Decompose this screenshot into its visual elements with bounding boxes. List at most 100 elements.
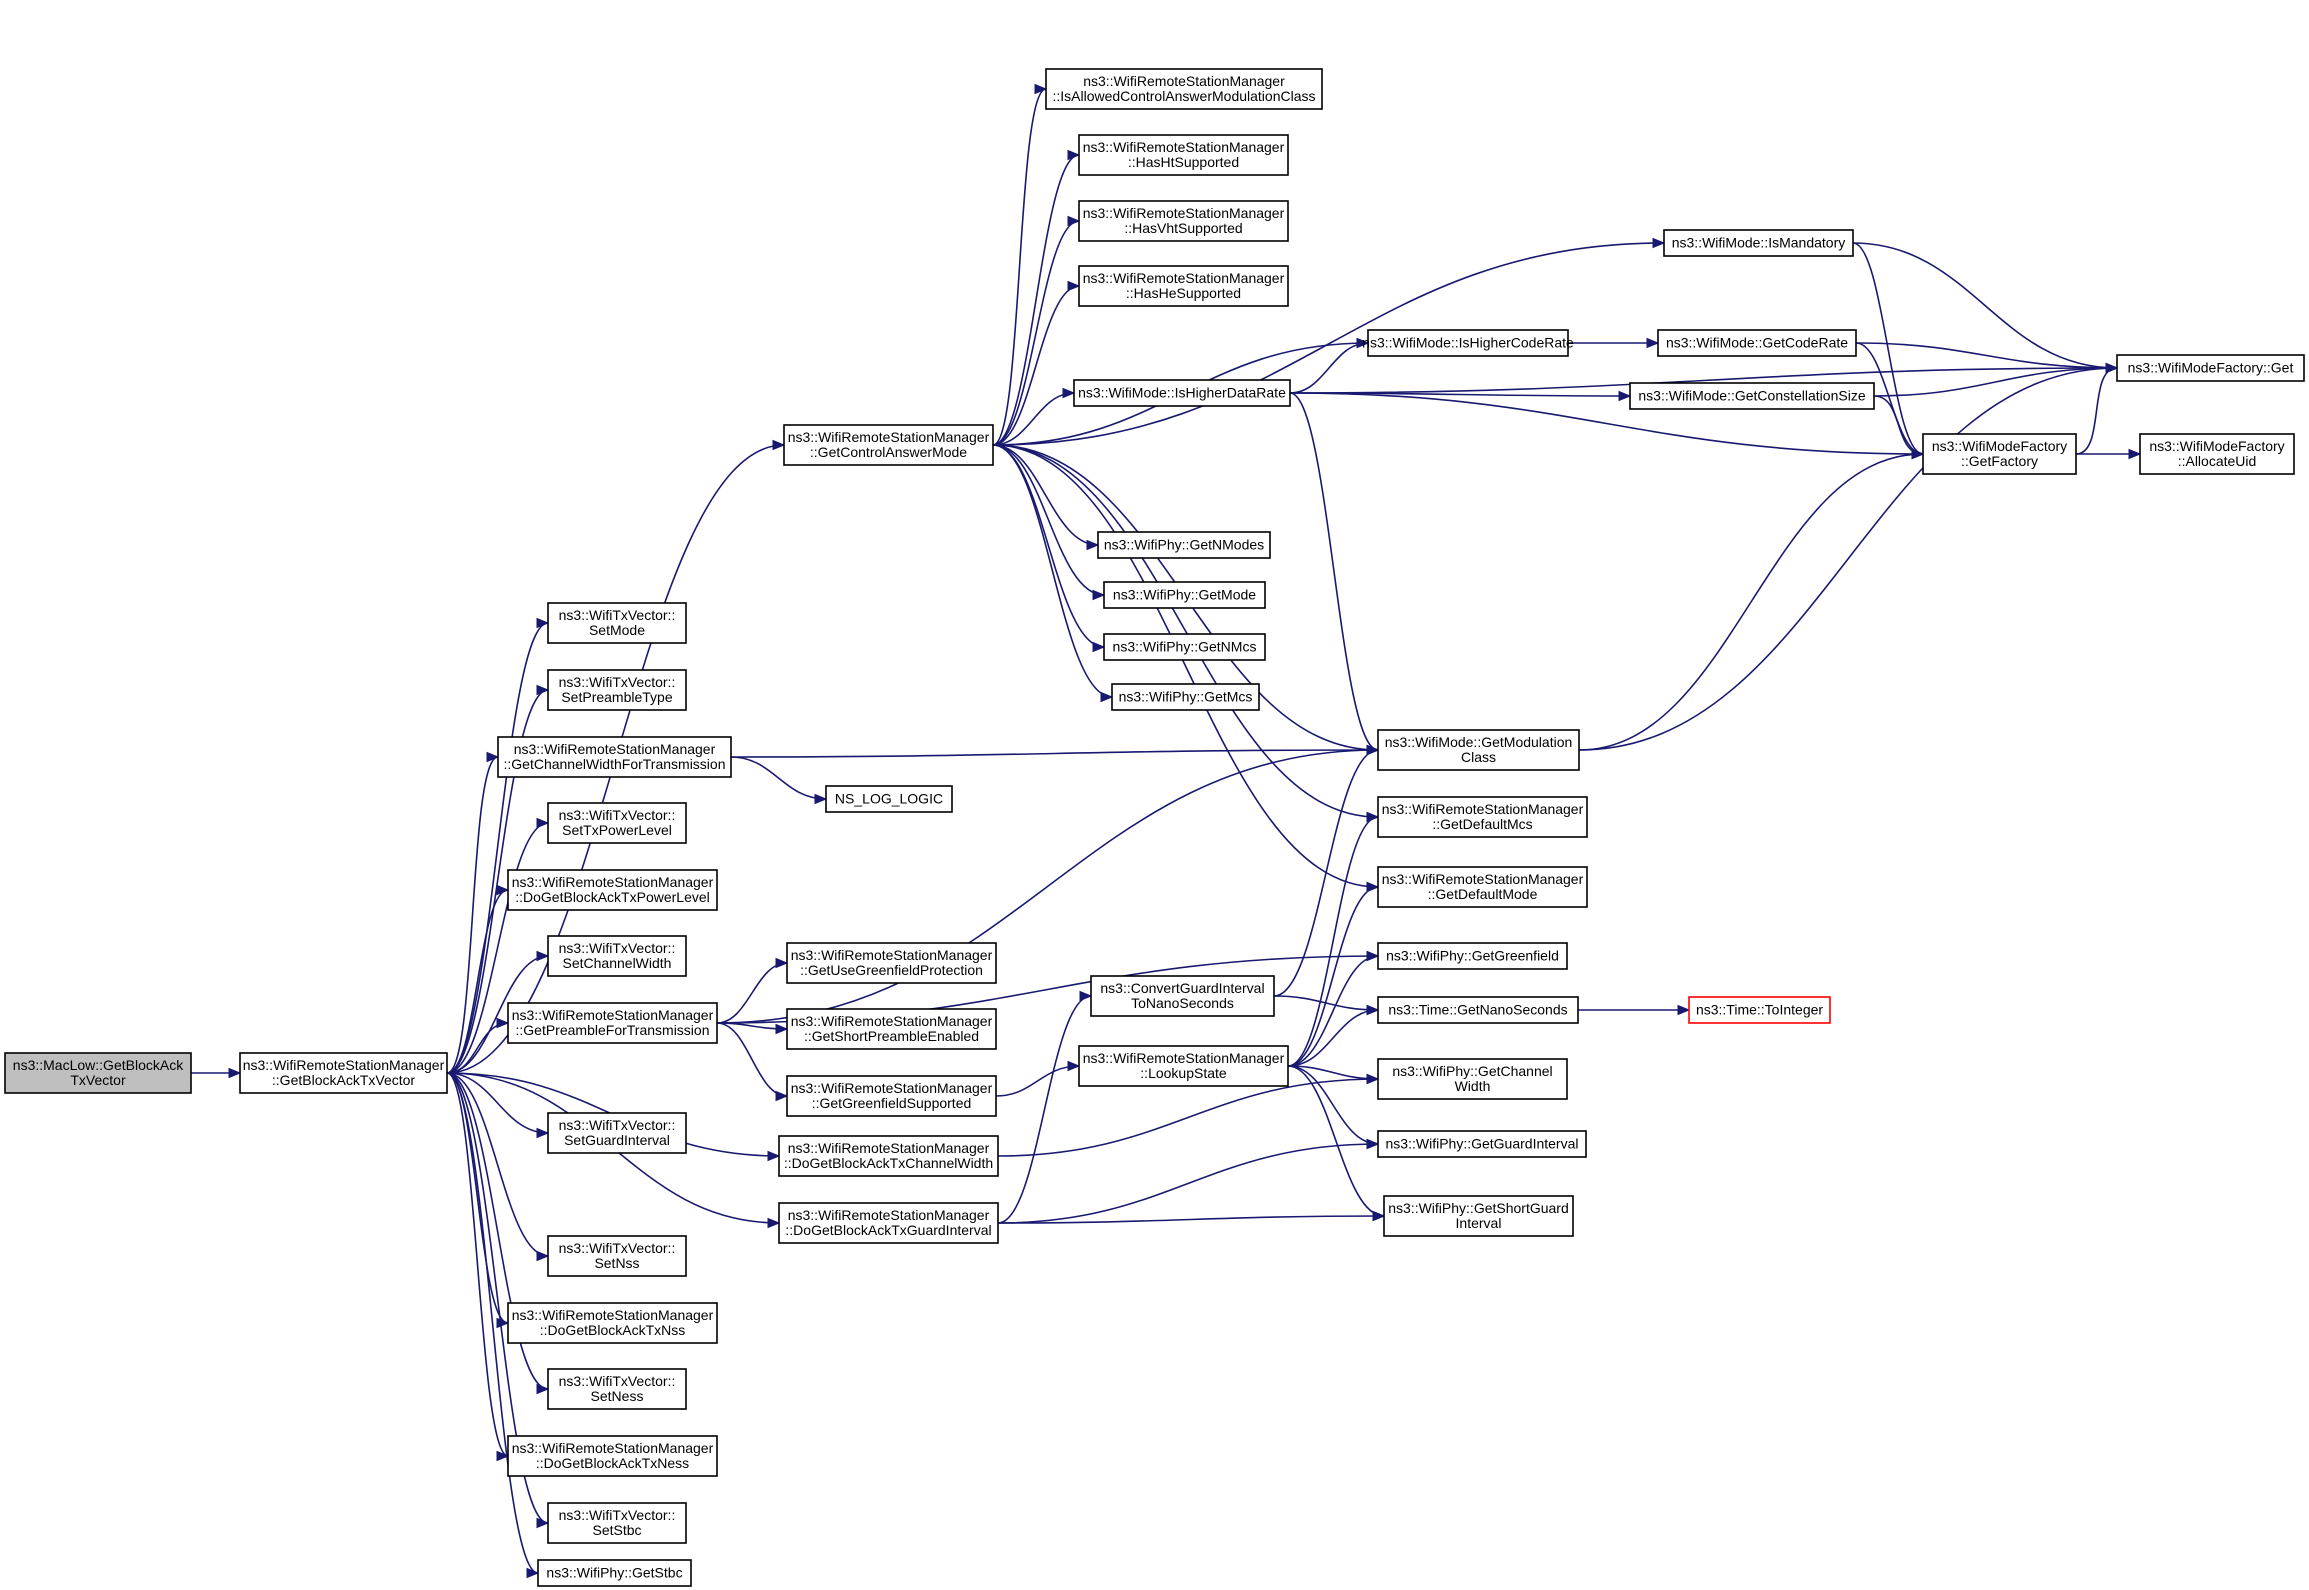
node-box[interactable] xyxy=(2116,354,2305,382)
function-node[interactable]: ns3::WifiRemoteStationManager::LookupSta… xyxy=(1078,1045,1289,1087)
function-node[interactable]: ns3::WifiRemoteStationManager::DoGetBloc… xyxy=(507,1435,718,1477)
node-box[interactable] xyxy=(1377,866,1588,908)
node-box[interactable] xyxy=(547,669,687,711)
function-node[interactable]: ns3::WifiTxVector::SetPreambleType xyxy=(547,669,687,711)
function-node[interactable]: ns3::WifiPhy::GetGuardInterval xyxy=(1377,1130,1587,1158)
function-node[interactable]: ns3::WifiRemoteStationManager::DoGetBloc… xyxy=(778,1202,999,1244)
node-box[interactable] xyxy=(1078,134,1289,176)
function-node[interactable]: ns3::WifiModeFactory::GetFactory xyxy=(1922,433,2077,475)
node-box[interactable] xyxy=(825,785,953,813)
node-box[interactable] xyxy=(537,1559,692,1587)
function-node[interactable]: ns3::WifiTxVector::SetGuardInterval xyxy=(547,1112,687,1154)
function-node[interactable]: ns3::MacLow::GetBlockAckTxVector xyxy=(4,1052,192,1094)
node-box[interactable] xyxy=(1377,1130,1587,1158)
node-box[interactable] xyxy=(1078,265,1289,307)
node-box[interactable] xyxy=(507,869,718,911)
node-box[interactable] xyxy=(547,602,687,644)
node-box[interactable] xyxy=(1377,942,1568,970)
node-box[interactable] xyxy=(1383,1195,1574,1237)
node-box[interactable] xyxy=(1045,68,1323,110)
node-box[interactable] xyxy=(1073,379,1291,407)
function-node[interactable]: ns3::WifiRemoteStationManager::GetPreamb… xyxy=(507,1002,718,1044)
node-box[interactable] xyxy=(1078,200,1289,242)
node-box[interactable] xyxy=(547,1235,687,1277)
node-box[interactable] xyxy=(547,1112,687,1154)
node-box[interactable] xyxy=(547,935,687,977)
function-node[interactable]: ns3::WifiPhy::GetNMcs xyxy=(1103,633,1266,661)
node-box[interactable] xyxy=(507,1302,718,1344)
function-node[interactable]: ns3::Time::ToInteger xyxy=(1688,996,1831,1024)
node-box[interactable] xyxy=(786,942,997,984)
node-box[interactable] xyxy=(2139,433,2295,475)
function-node[interactable]: ns3::WifiRemoteStationManager::GetChanne… xyxy=(497,736,732,778)
node-box[interactable] xyxy=(1629,382,1875,410)
node-box[interactable] xyxy=(1377,729,1580,771)
node-box[interactable] xyxy=(497,736,732,778)
node-box[interactable] xyxy=(1367,329,1569,357)
node-box[interactable] xyxy=(1078,1045,1289,1087)
function-node[interactable]: ns3::WifiRemoteStationManager::DoGetBloc… xyxy=(507,1302,718,1344)
node-box[interactable] xyxy=(1377,796,1588,838)
node-box[interactable] xyxy=(1657,329,1857,357)
function-node[interactable]: ns3::WifiModeFactory::AllocateUid xyxy=(2139,433,2295,475)
function-node[interactable]: ns3::WifiRemoteStationManager::GetContro… xyxy=(783,424,994,466)
node-box[interactable] xyxy=(4,1052,192,1094)
function-node[interactable]: ns3::WifiRemoteStationManager::DoGetBloc… xyxy=(778,1135,999,1177)
node-box[interactable] xyxy=(1688,996,1831,1024)
function-node[interactable]: ns3::WifiRemoteStationManager::HasHeSupp… xyxy=(1078,265,1289,307)
function-node[interactable]: ns3::WifiPhy::GetStbc xyxy=(537,1559,692,1587)
function-node[interactable]: ns3::Time::GetNanoSeconds xyxy=(1377,996,1579,1024)
function-node[interactable]: ns3::WifiRemoteStationManager::GetGreenf… xyxy=(786,1075,997,1117)
function-node[interactable]: ns3::WifiRemoteStationManager::HasVhtSup… xyxy=(1078,200,1289,242)
node-box[interactable] xyxy=(239,1052,448,1094)
function-node[interactable]: ns3::WifiTxVector::SetChannelWidth xyxy=(547,935,687,977)
node-box[interactable] xyxy=(1663,229,1854,257)
node-box[interactable] xyxy=(786,1008,997,1050)
function-node[interactable]: ns3::WifiRemoteStationManager::GetDefaul… xyxy=(1377,866,1588,908)
node-box[interactable] xyxy=(547,1502,687,1544)
node-box[interactable] xyxy=(1111,683,1260,711)
function-node[interactable]: ns3::WifiPhy::GetMode xyxy=(1103,581,1266,609)
function-node[interactable]: ns3::WifiTxVector::SetNess xyxy=(547,1368,687,1410)
node-box[interactable] xyxy=(1103,581,1266,609)
function-node[interactable]: ns3::WifiTxVector::SetTxPowerLevel xyxy=(547,802,687,844)
node-box[interactable] xyxy=(778,1202,999,1244)
function-node[interactable]: ns3::WifiRemoteStationManager::DoGetBloc… xyxy=(507,869,718,911)
node-box[interactable] xyxy=(507,1435,718,1477)
node-box[interactable] xyxy=(1103,633,1266,661)
function-node[interactable]: ns3::WifiPhy::GetGreenfield xyxy=(1377,942,1568,970)
function-node[interactable]: ns3::WifiMode::IsMandatory xyxy=(1663,229,1854,257)
function-node[interactable]: ns3::WifiMode::GetCodeRate xyxy=(1657,329,1857,357)
function-node[interactable]: ns3::WifiPhy::GetNModes xyxy=(1097,531,1271,559)
node-box[interactable] xyxy=(786,1075,997,1117)
function-node[interactable]: ns3::WifiRemoteStationManager::GetUseGre… xyxy=(786,942,997,984)
node-box[interactable] xyxy=(1922,433,2077,475)
function-node[interactable]: ns3::WifiTxVector::SetMode xyxy=(547,602,687,644)
function-node[interactable]: NS_LOG_LOGIC xyxy=(825,785,953,813)
node-box[interactable] xyxy=(1377,996,1579,1024)
function-node[interactable]: ns3::WifiMode::IsHigherDataRate xyxy=(1073,379,1291,407)
function-node[interactable]: ns3::WifiRemoteStationManager::GetShortP… xyxy=(786,1008,997,1050)
function-node[interactable]: ns3::WifiRemoteStationManager::GetDefaul… xyxy=(1377,796,1588,838)
function-node[interactable]: ns3::WifiTxVector::SetNss xyxy=(547,1235,687,1277)
function-node[interactable]: ns3::WifiMode::GetConstellationSize xyxy=(1629,382,1875,410)
function-node[interactable]: ns3::WifiPhy::GetChannelWidth xyxy=(1377,1058,1568,1100)
function-node[interactable]: ns3::WifiRemoteStationManager::GetBlockA… xyxy=(239,1052,448,1094)
function-node[interactable]: ns3::WifiModeFactory::Get xyxy=(2116,354,2305,382)
node-box[interactable] xyxy=(547,1368,687,1410)
node-box[interactable] xyxy=(783,424,994,466)
node-box[interactable] xyxy=(507,1002,718,1044)
function-node[interactable]: ns3::WifiPhy::GetMcs xyxy=(1111,683,1260,711)
node-box[interactable] xyxy=(1097,531,1271,559)
node-box[interactable] xyxy=(1090,975,1275,1017)
node-box[interactable] xyxy=(1377,1058,1568,1100)
function-node[interactable]: ns3::WifiRemoteStationManager::IsAllowed… xyxy=(1045,68,1323,110)
function-node[interactable]: ns3::WifiTxVector::SetStbc xyxy=(547,1502,687,1544)
function-node[interactable]: ns3::WifiRemoteStationManager::HasHtSupp… xyxy=(1078,134,1289,176)
node-box[interactable] xyxy=(778,1135,999,1177)
node-box[interactable] xyxy=(547,802,687,844)
function-node[interactable]: ns3::WifiMode::IsHigherCodeRate xyxy=(1362,329,1574,357)
